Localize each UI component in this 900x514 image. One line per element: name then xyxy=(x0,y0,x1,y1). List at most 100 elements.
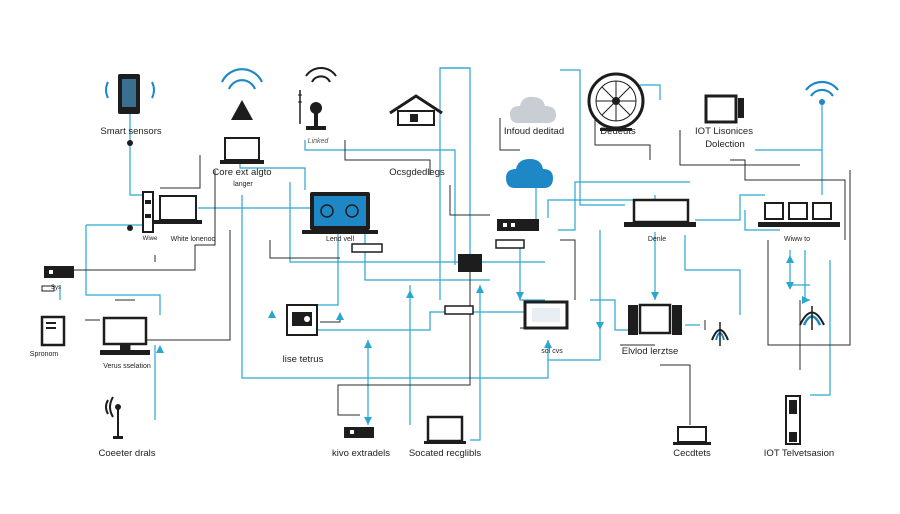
central-laptop-icon xyxy=(302,192,378,234)
wire xyxy=(304,140,456,265)
wire xyxy=(660,364,691,425)
server-tower-icon xyxy=(40,315,66,347)
label-iot-telvetsasion: IOT Telvetsasion xyxy=(763,448,835,459)
wire xyxy=(684,235,741,315)
arrow-icon xyxy=(364,417,372,425)
scanner-device-icon xyxy=(286,304,318,336)
antenna-tower-icon xyxy=(298,67,337,130)
cyan-connections xyxy=(59,67,831,441)
wire xyxy=(560,69,625,206)
iot-display-icon xyxy=(704,94,744,124)
arrow-icon xyxy=(786,282,794,290)
edge-router-icon xyxy=(41,266,74,292)
speaker-device-icon xyxy=(628,303,682,335)
arrow-icon xyxy=(476,285,484,293)
industrial-fan-icon xyxy=(587,72,645,131)
wire xyxy=(241,195,549,379)
arrow-icon xyxy=(516,292,524,300)
wire xyxy=(804,250,810,301)
label-infound-dealted: Infoud deditad xyxy=(503,126,565,137)
arrow-icon xyxy=(156,345,164,353)
label-sprenom: Spronom xyxy=(29,351,59,358)
wire xyxy=(60,170,216,271)
gateway-box-icon xyxy=(127,191,154,233)
label-verus-sselation: Verus sselation xyxy=(103,363,151,370)
wire xyxy=(318,232,339,306)
label-cecdtets: Cecdtets xyxy=(673,448,711,459)
arrow-icon xyxy=(544,340,552,348)
arrow-icon xyxy=(406,290,414,298)
wire xyxy=(129,110,148,196)
wire xyxy=(695,194,765,221)
label-iot-lisonices: IOT Lisonices xyxy=(695,126,753,137)
wire xyxy=(439,67,470,300)
wire xyxy=(810,260,831,396)
wire xyxy=(470,285,481,441)
iot-telephone-icon xyxy=(785,395,801,445)
wire xyxy=(590,299,630,331)
wire xyxy=(160,155,201,189)
label-smart-sensors: Smart sensors xyxy=(100,126,162,137)
client-laptop-icon xyxy=(673,426,711,445)
label-cocoter-drals: Coeeter drals xyxy=(98,448,156,459)
cloud-service-icon xyxy=(506,159,553,188)
wire xyxy=(594,120,651,160)
wire xyxy=(547,195,656,218)
arrow-icon xyxy=(802,296,810,304)
label-elvlod-lerztse: Elvlod lerztse xyxy=(621,346,679,357)
wire xyxy=(337,270,471,416)
label-lise-tetrus: lise tetrus xyxy=(282,354,324,365)
extender-device-icon xyxy=(344,427,374,438)
network-router-icon xyxy=(495,219,539,249)
server-unit-icon xyxy=(624,198,696,227)
wifi-router-icon xyxy=(221,68,263,120)
wire xyxy=(789,250,810,286)
laptop-icon xyxy=(220,137,264,164)
monitor-icon xyxy=(100,316,150,355)
wire xyxy=(744,210,780,231)
smart-sensor-device-icon xyxy=(105,74,155,146)
server-rack-icon xyxy=(758,202,840,227)
robot-sensor-icon xyxy=(799,306,825,330)
label-dolection: Dolection xyxy=(705,139,745,150)
wire xyxy=(269,240,340,259)
wifi-signal-icon xyxy=(805,80,839,105)
arrow-icon xyxy=(268,310,276,318)
label-wiwe: Wiwe xyxy=(142,236,158,242)
label-linked: Linked xyxy=(307,138,329,145)
smart-home-icon xyxy=(389,94,443,126)
label-sol-cvs: sol cvs xyxy=(541,348,563,355)
arrow-icon xyxy=(786,255,794,263)
wire xyxy=(548,230,601,361)
label-ocsgoodedlegs: Ocsgdedlegs xyxy=(389,167,445,178)
port-strip-icon xyxy=(351,243,383,253)
label-core-ext-algto: Core ext algto xyxy=(212,167,272,178)
cloud-storage-icon xyxy=(510,96,556,123)
wire xyxy=(767,170,851,346)
arrow-icon xyxy=(364,340,372,348)
label-denle: Denle xyxy=(647,236,667,243)
workstation-laptop-icon xyxy=(154,195,202,224)
arrow-icon xyxy=(596,322,604,330)
fan-sensor-icon xyxy=(711,322,729,346)
radio-transmitter-icon xyxy=(105,396,123,439)
label-langer: langer xyxy=(233,181,253,188)
wire xyxy=(519,242,545,301)
label-sys: Sys xyxy=(50,285,62,291)
wire xyxy=(558,181,690,231)
label-wiwiw-to: Wiww to xyxy=(783,236,811,243)
control-monitor-icon xyxy=(523,300,569,330)
central-hub-icon xyxy=(458,254,482,272)
label-lend-vell: Lend vell xyxy=(325,236,355,243)
wire xyxy=(679,130,800,166)
label-socated-recglibits: Socated recglibls xyxy=(408,448,482,459)
wire xyxy=(730,159,846,240)
label-kivo-extradels: kivo extradels xyxy=(331,448,391,459)
arrow-icon xyxy=(651,292,659,300)
wire xyxy=(640,84,661,100)
arrow-icon xyxy=(336,312,344,320)
receiver-monitor-icon xyxy=(424,415,466,444)
wire xyxy=(560,239,576,300)
